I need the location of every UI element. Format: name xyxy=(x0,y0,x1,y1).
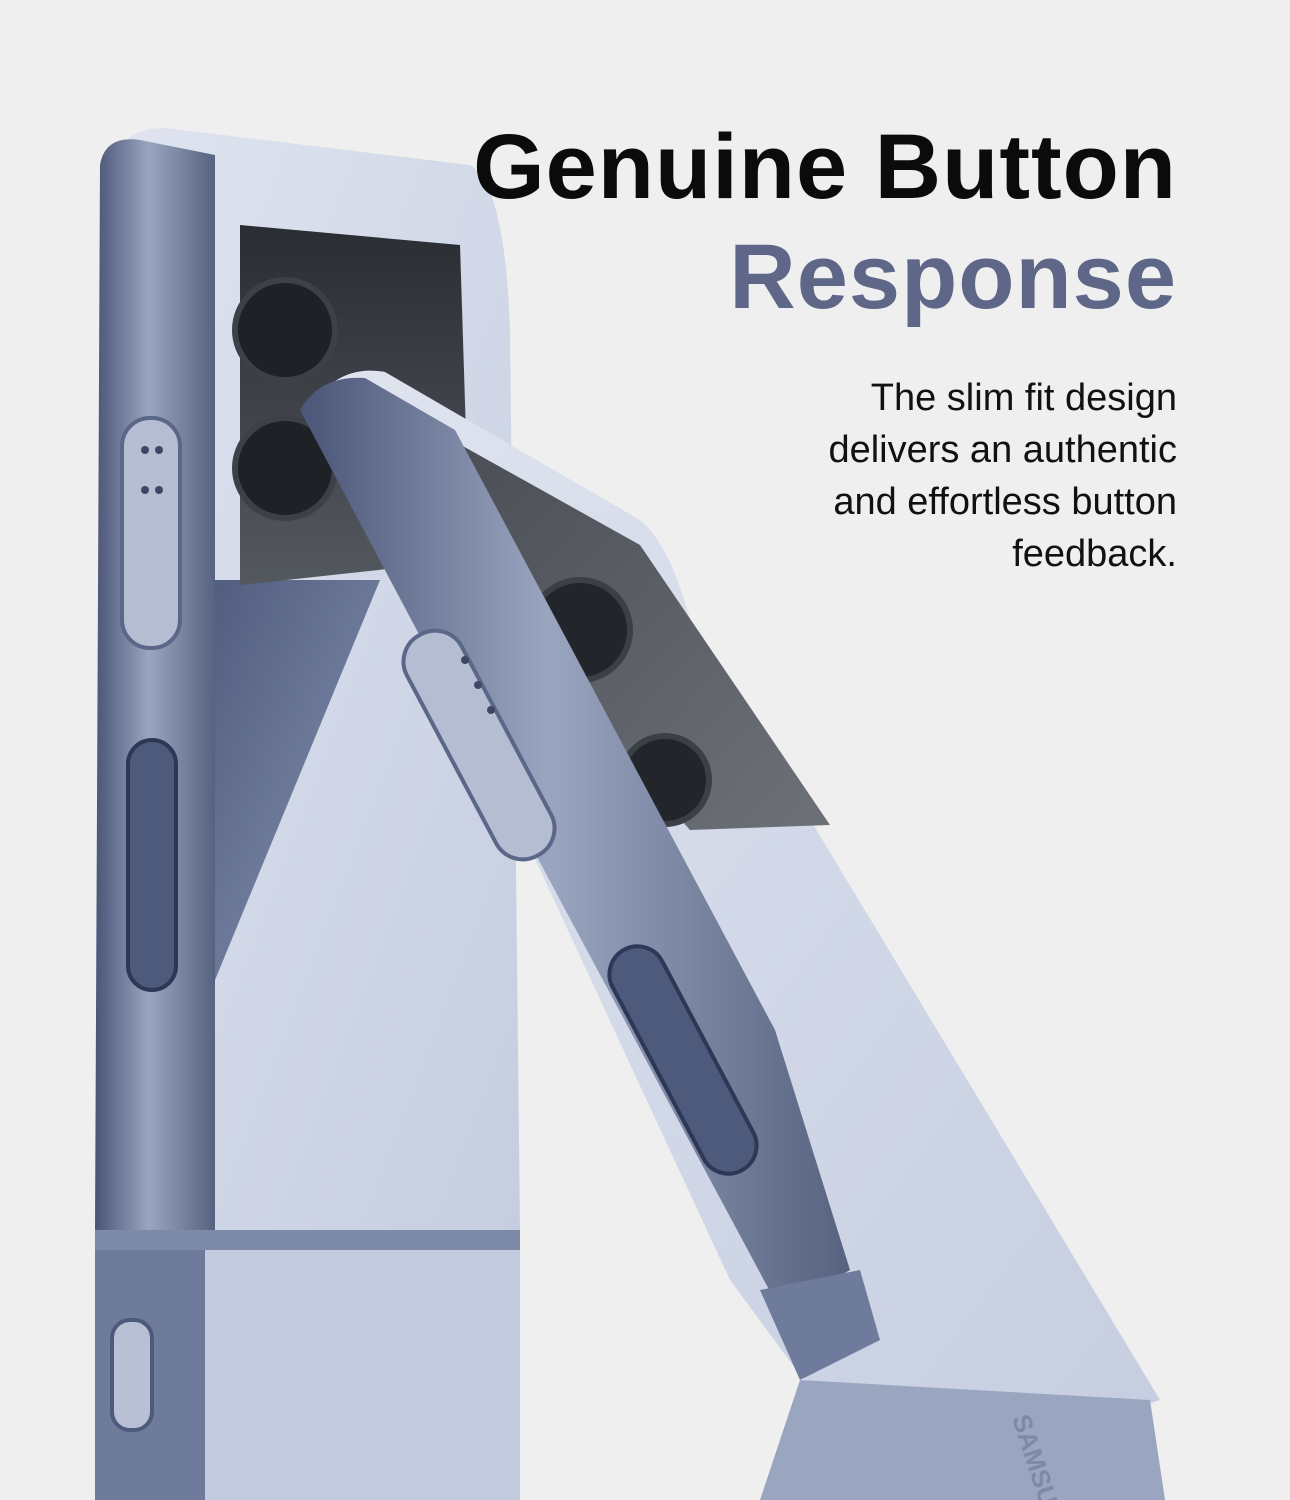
description-line: The slim fit design xyxy=(870,377,1177,419)
front-phone-button-dot xyxy=(461,656,469,664)
back-phone-lower-clip xyxy=(110,1318,154,1432)
front-phone-volume-button xyxy=(607,944,759,1176)
front-phone: SAMSUNG xyxy=(300,370,1165,1500)
headline-line-1: Genuine Button xyxy=(473,116,1177,218)
back-phone-power-button xyxy=(120,416,182,650)
back-phone-button-dot xyxy=(155,446,163,454)
description-line: delivers an authentic xyxy=(828,429,1177,471)
front-phone-power-button xyxy=(401,628,557,862)
front-phone-button-dot xyxy=(474,681,482,689)
back-phone-button-dot xyxy=(155,486,163,494)
back-phone-hinge xyxy=(95,1228,520,1250)
back-phone-button-dot xyxy=(141,486,149,494)
description-line: feedback. xyxy=(1012,533,1177,575)
description-line: and effortless button xyxy=(833,481,1177,523)
back-phone-camera-lens xyxy=(232,277,338,383)
front-phone-button-dot xyxy=(487,706,495,714)
back-phone-dark-panel xyxy=(205,580,380,980)
back-phone-lower-panel xyxy=(110,1245,520,1500)
back-phone-volume-button xyxy=(126,738,178,992)
description-text: The slim fit design delivers an authenti… xyxy=(737,372,1177,580)
headline-line-2: Response xyxy=(729,226,1177,328)
back-phone-side-frame xyxy=(95,139,215,1231)
front-phone-cover-screen xyxy=(452,440,830,830)
back-phone xyxy=(95,128,520,1500)
front-phone-hinge xyxy=(760,1270,880,1380)
front-phone-lower-half xyxy=(760,1380,1165,1500)
back-phone-button-dot xyxy=(141,446,149,454)
